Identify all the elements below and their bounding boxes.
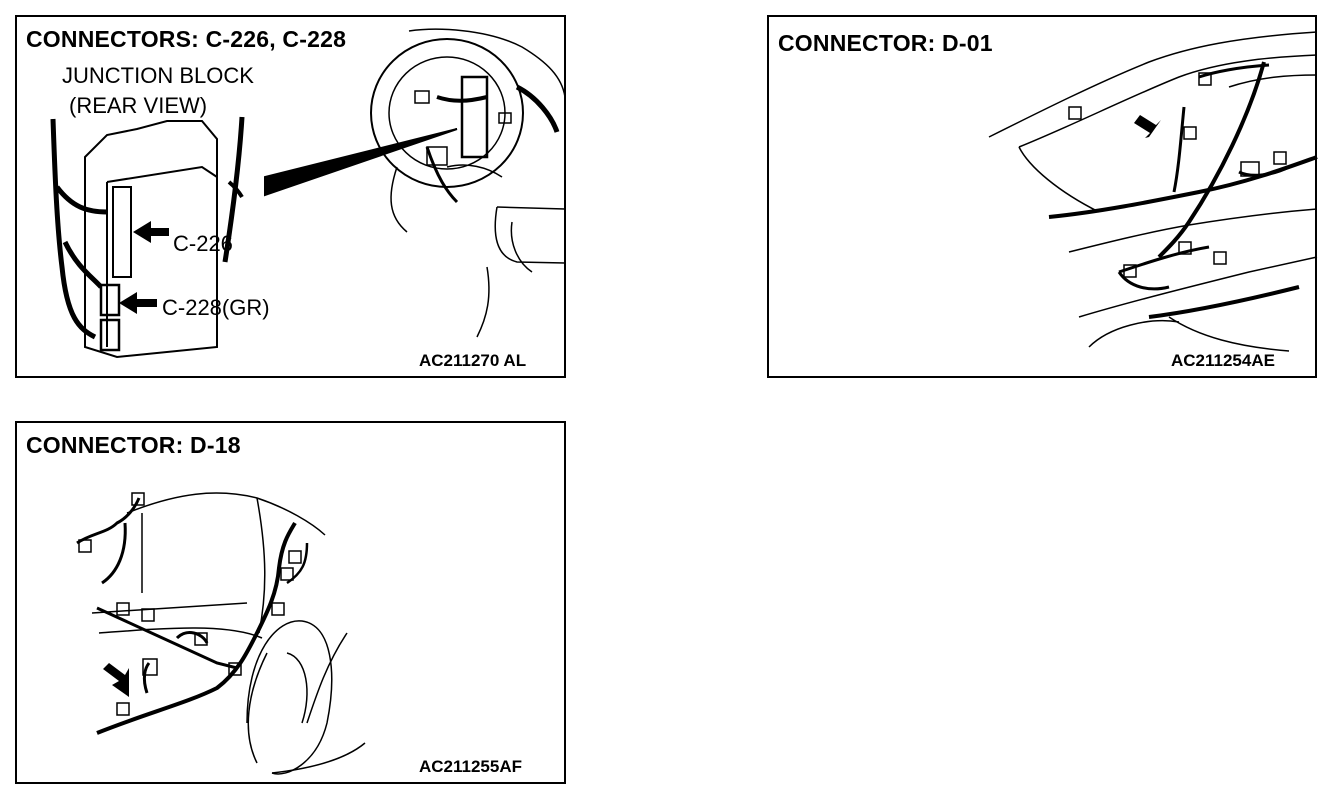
rear-door-harness-illustration [76,492,366,775]
arrow-d01 [1134,115,1161,138]
windshield-harness-illustration [988,31,1318,352]
c226-label: C-226 [173,231,233,256]
arrow-c226 [133,221,169,243]
arrow-c228 [119,292,157,314]
panel-connector-d18: CONNECTOR: D-18 AC211255AF [15,421,566,784]
figure-code: AC211270 AL [419,351,527,370]
figure-code: AC211255AF [419,757,523,776]
figure-code: AC211254AE [1171,351,1275,370]
panel-title: CONNECTORS: C-226, C-228 [26,26,347,52]
panel-title: CONNECTOR: D-01 [778,30,993,56]
panel-title: CONNECTOR: D-18 [26,432,241,458]
junction-block-label: JUNCTION BLOCK [62,63,254,88]
junction-block-illustration [50,28,566,359]
panel-connector-d01: CONNECTOR: D-01 AC211254AE [767,15,1318,378]
c228-label: C-228(GR) [162,295,270,320]
panel-connectors-c226-c228: CONNECTORS: C-226, C-228 JUNCTION BLOCK … [15,15,566,378]
rear-view-label: (REAR VIEW) [69,93,208,118]
arrow-d18 [103,663,129,697]
